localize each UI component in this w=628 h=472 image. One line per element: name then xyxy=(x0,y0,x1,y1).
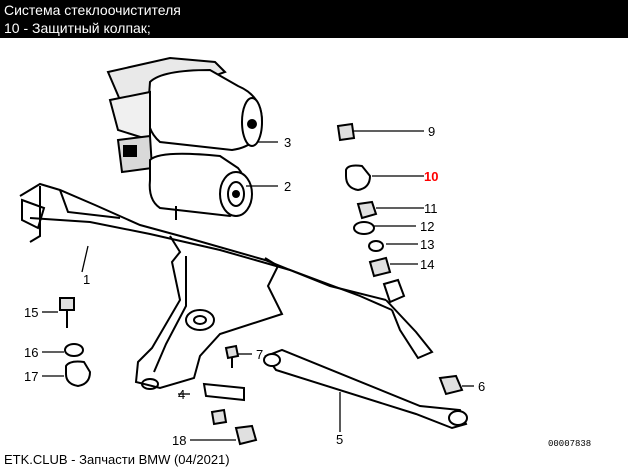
callout-2[interactable]: 2 xyxy=(284,179,291,194)
exploded-parts-diagram: 1 2 3 4 5 6 7 9 10 11 12 13 14 15 16 17 … xyxy=(19,56,485,448)
callout-12[interactable]: 12 xyxy=(420,219,434,234)
callout-18[interactable]: 18 xyxy=(172,433,186,448)
wiper-motor-drawing xyxy=(116,134,253,220)
callout-9[interactable]: 9 xyxy=(428,124,435,139)
callout-6[interactable]: 6 xyxy=(478,379,485,394)
callout-11[interactable]: 11 xyxy=(424,201,438,216)
callout-17[interactable]: 17 xyxy=(24,369,38,384)
leader-lines xyxy=(42,130,474,441)
footer-text: ETK.CLUB - Запчасти BMW (04/2021) xyxy=(4,452,230,467)
callout-16[interactable]: 16 xyxy=(24,345,38,360)
callout-10-highlighted[interactable]: 10 xyxy=(424,169,438,184)
callout-14[interactable]: 14 xyxy=(420,257,434,272)
callout-3[interactable]: 3 xyxy=(284,135,291,150)
push-rod-drawing xyxy=(263,348,468,430)
callout-1[interactable]: 1 xyxy=(83,272,90,287)
motor-cover-drawing xyxy=(106,56,264,152)
bottom-hardware xyxy=(202,344,464,446)
wiper-linkage-drawing xyxy=(19,182,434,390)
page-title: Система стеклоочистителя xyxy=(4,2,181,18)
drawing-code: 00007838 xyxy=(548,439,592,449)
callout-13[interactable]: 13 xyxy=(420,237,434,252)
callout-15[interactable]: 15 xyxy=(24,305,38,320)
callout-5[interactable]: 5 xyxy=(336,432,343,447)
callout-4[interactable]: 4 xyxy=(178,387,185,402)
selected-part-caption: 10 - Защитный колпак; xyxy=(4,20,151,36)
header-bar: Система стеклоочистителя 10 - Защитный к… xyxy=(0,0,628,38)
small-parts-right xyxy=(336,122,392,278)
callout-7[interactable]: 7 xyxy=(256,347,263,362)
small-parts-left xyxy=(59,297,92,388)
